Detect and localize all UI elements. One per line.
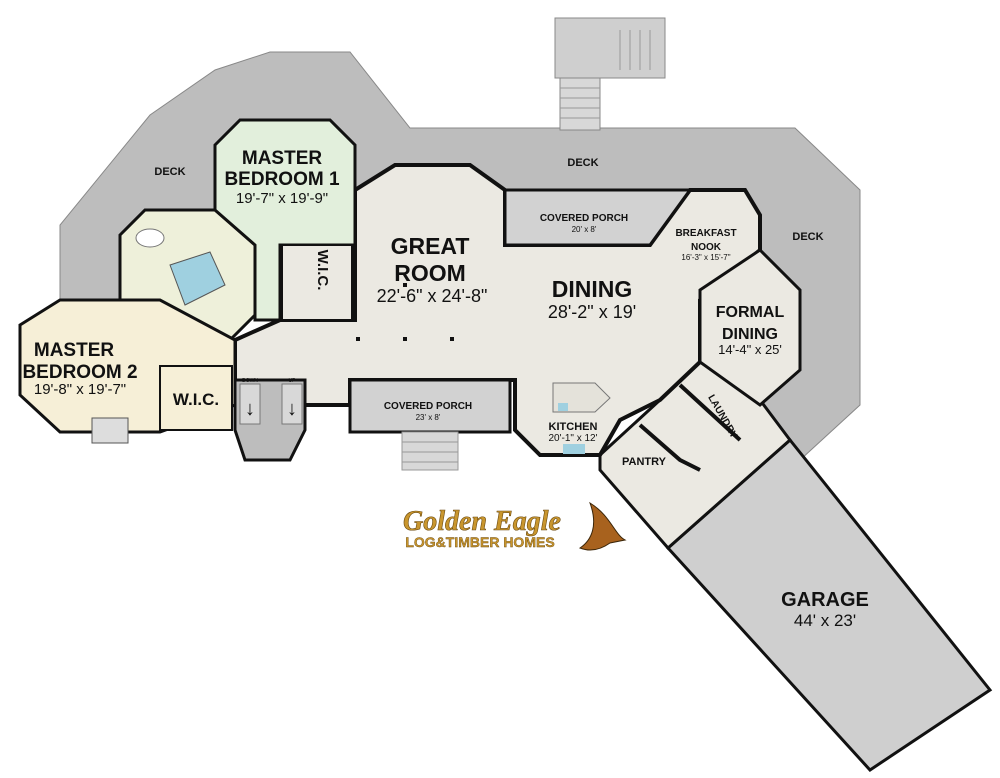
dining-label: DINING bbox=[552, 276, 633, 302]
wic-1-label: W.I.C. bbox=[314, 250, 331, 291]
master-bedroom-2-size: 19'-8" x 19'-7" bbox=[34, 381, 126, 398]
great-room-label: GREAT bbox=[391, 233, 470, 259]
master-bedroom-1-label: MASTER bbox=[242, 148, 323, 169]
front-steps bbox=[401, 431, 459, 471]
garage-label: GARAGE bbox=[781, 589, 869, 611]
dining-size: 28'-2" x 19' bbox=[548, 302, 636, 322]
breakfast-nook-label: NOOK bbox=[691, 242, 722, 253]
stairs-down-label: DOWN bbox=[242, 378, 258, 384]
spa-tub bbox=[169, 251, 226, 306]
master-bedroom-2-label: BEDROOM 2 bbox=[22, 362, 137, 383]
formal-dining-size: 14'-4" x 25' bbox=[718, 342, 782, 357]
golden-eagle-logo: Golden Eagle LOG&TIMBER HOMES bbox=[403, 501, 627, 551]
deck-right-label: DECK bbox=[792, 231, 823, 243]
covered-porch-top-size: 20' x 8' bbox=[572, 225, 597, 234]
wic-1 bbox=[281, 244, 353, 321]
breakfast-nook-label: BREAKFAST bbox=[675, 228, 736, 239]
down-arrow-icon: ↓ bbox=[245, 398, 255, 420]
covered-porch-top-label: COVERED PORCH bbox=[540, 213, 628, 224]
up-arrow-icon: ↓ bbox=[287, 398, 297, 420]
master-bedroom-1-label: BEDROOM 1 bbox=[224, 169, 340, 190]
kitchen-label: KITCHEN bbox=[549, 421, 598, 433]
formal-dining-room bbox=[698, 248, 802, 407]
covered-porch-bottom-label: COVERED PORCH bbox=[384, 401, 472, 412]
logo-line-1: Golden Eagle bbox=[403, 506, 561, 537]
covered-porch-bottom-size: 23' x 8' bbox=[416, 413, 441, 422]
covered-porch-bottom bbox=[348, 378, 512, 434]
covered-porch-top bbox=[503, 188, 693, 247]
wic-2 bbox=[159, 365, 233, 431]
deck-left-label: DECK bbox=[154, 166, 185, 178]
formal-dining-label: DINING bbox=[722, 326, 778, 343]
breakfast-nook-size: 16'-3" x 15'-7" bbox=[681, 253, 730, 262]
deck-top-label: DECK bbox=[567, 157, 598, 169]
columns bbox=[356, 283, 454, 341]
master-bedroom-2-label: MASTER bbox=[34, 340, 115, 361]
fireplace bbox=[91, 417, 129, 444]
interior-walls bbox=[638, 383, 742, 472]
great-room-label: ROOM bbox=[394, 260, 466, 286]
eagle-icon bbox=[578, 501, 627, 551]
master-bedroom-1 bbox=[213, 118, 357, 322]
garage-size: 44' x 23' bbox=[794, 611, 856, 630]
rear-stairs bbox=[554, 17, 666, 131]
logo-line-2: LOG&TIMBER HOMES bbox=[405, 534, 554, 550]
formal-dining-label: FORMAL bbox=[716, 304, 785, 321]
wic-2-label: W.I.C. bbox=[173, 390, 219, 409]
bathtub bbox=[135, 228, 165, 248]
master-bedroom-1-size: 19'-7" x 19'-9" bbox=[236, 190, 328, 207]
great-room-size: 22'-6" x 24'-8" bbox=[377, 286, 488, 306]
pantry-label: PANTRY bbox=[622, 456, 667, 468]
stairs-up-label: UP bbox=[289, 378, 297, 384]
kitchen-size: 20'-1" x 12' bbox=[548, 433, 597, 444]
